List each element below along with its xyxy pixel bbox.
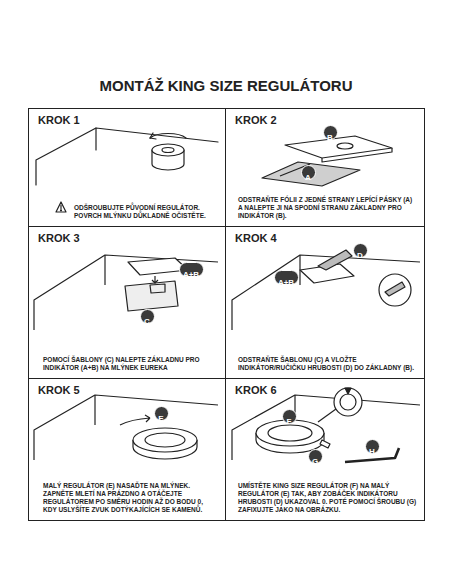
step2-art xyxy=(262,136,392,186)
callout-letter: A+B xyxy=(274,270,299,285)
step1-art-shape xyxy=(95,128,96,150)
callout-text: H xyxy=(369,447,375,456)
step4-art-shape xyxy=(318,250,352,270)
step-panel: KROK 2 ODSTRAŇTE FÓLII Z JEDNÉ STRANY LEP… xyxy=(225,108,425,227)
step-instruction: MALÝ REGULÁTOR (E) NASAĎTE NA MLÝNEK. ZA… xyxy=(43,482,217,514)
step1-art-shape xyxy=(60,205,61,209)
callout-text: A xyxy=(305,173,311,182)
callout-letter: C xyxy=(140,309,155,324)
step-heading: KROK 1 xyxy=(38,114,80,127)
step-panel: KROK 3 POMOCÍ ŠABLONY (C) NALEPTE ZÁKLADN… xyxy=(28,226,226,379)
step2-art-shape xyxy=(262,162,360,186)
step-heading: KROK 6 xyxy=(235,384,277,397)
step-instruction: POMOCÍ ŠABLONY (C) NALEPTE ZÁKLADNU PRO … xyxy=(43,356,215,372)
step6-art-shape xyxy=(320,440,330,448)
page-title: MONTÁŽ KING SIZE REGULÁTORU xyxy=(0,77,452,94)
step4-art xyxy=(232,250,420,330)
callout-letter: A xyxy=(301,165,316,180)
step3-art-shape xyxy=(125,281,178,311)
callout-text: B xyxy=(327,133,333,142)
callout-text: A+B xyxy=(183,270,199,279)
step-instruction: ODSTRAŇTE ŠABLONU (C) A VLOŽTE INDIKÁTOR… xyxy=(238,356,418,372)
step6-art-shape xyxy=(268,425,312,441)
step3-art xyxy=(34,255,218,330)
step3-art-shape xyxy=(150,284,165,293)
step5-art-shape xyxy=(34,395,218,460)
step-panel: KROK 6 UMÍSTĚTE KING SIZE REGULÁTOR (F) N… xyxy=(225,378,425,521)
step3-art-shape xyxy=(104,255,105,285)
step-panel: KROK 5 MALÝ REGULÁTOR (E) NASAĎTE NA MLÝN… xyxy=(28,378,226,521)
callout-letter: F xyxy=(282,409,297,424)
step1-art-shape xyxy=(152,144,184,156)
step6-art-shape xyxy=(232,395,420,460)
step-heading: KROK 3 xyxy=(38,232,80,245)
step1-art-shape xyxy=(162,148,174,153)
step5-art-shape xyxy=(94,395,95,425)
step2-art-shape xyxy=(322,148,392,162)
step-panel: KROK 4 ODSTRAŇTE ŠABLONU (C) A VLOŽTE IND… xyxy=(225,226,425,379)
step6-art-shape xyxy=(318,409,336,422)
callout-letter: G xyxy=(308,449,323,464)
step5-art xyxy=(34,395,218,460)
callout-text: E xyxy=(158,414,163,423)
step6-art xyxy=(232,388,420,462)
callout-text: F xyxy=(287,417,292,426)
step6-art-shape xyxy=(334,388,362,416)
step-instruction: UMÍSTĚTE KING SIZE REGULÁTOR (F) NA MALÝ… xyxy=(238,482,420,514)
step3-art-shape xyxy=(152,276,158,283)
callout-letter: A+B xyxy=(179,262,204,277)
step-heading: KROK 5 xyxy=(38,384,80,397)
callout-text: G xyxy=(312,457,318,466)
step-instruction: ODSTRAŇTE FÓLII Z JEDNÉ STRANY LEPÍCÍ PÁ… xyxy=(238,196,418,220)
step1-art-shape xyxy=(61,210,62,211)
step-panel: KROK 1 ODŠROUBUJTE PŮVODNÍ REGULÁTOR. POV… xyxy=(28,108,226,227)
callout-letter: H xyxy=(365,439,380,454)
step6-art-shape xyxy=(345,388,351,394)
step1-art-shape xyxy=(150,133,156,139)
callout-letter: B xyxy=(323,125,338,140)
step-heading: KROK 2 xyxy=(235,114,277,127)
step2-art-shape xyxy=(337,143,353,149)
step6-art-shape xyxy=(340,394,356,410)
step5-art-shape xyxy=(145,433,185,447)
step1-art-shape xyxy=(150,133,186,138)
callout-text: C xyxy=(144,317,150,326)
step1-art xyxy=(36,128,218,212)
callout-text: D xyxy=(357,251,363,260)
step-instruction: ODŠROUBUJTE PŮVODNÍ REGULÁTOR. POVRCH ML… xyxy=(74,204,219,220)
callout-letter: E xyxy=(154,406,169,421)
step4-art-shape xyxy=(385,282,405,296)
step5-art-shape xyxy=(133,428,197,452)
step-heading: KROK 4 xyxy=(235,232,277,245)
callout-text: A+B xyxy=(278,278,294,287)
step5-art-shape xyxy=(120,415,150,425)
step1-art-shape xyxy=(56,202,66,212)
step3-art-shape xyxy=(34,255,218,330)
step1-art-shape xyxy=(36,128,218,185)
step4-art-shape xyxy=(379,274,411,306)
callout-letter: D xyxy=(353,243,368,258)
